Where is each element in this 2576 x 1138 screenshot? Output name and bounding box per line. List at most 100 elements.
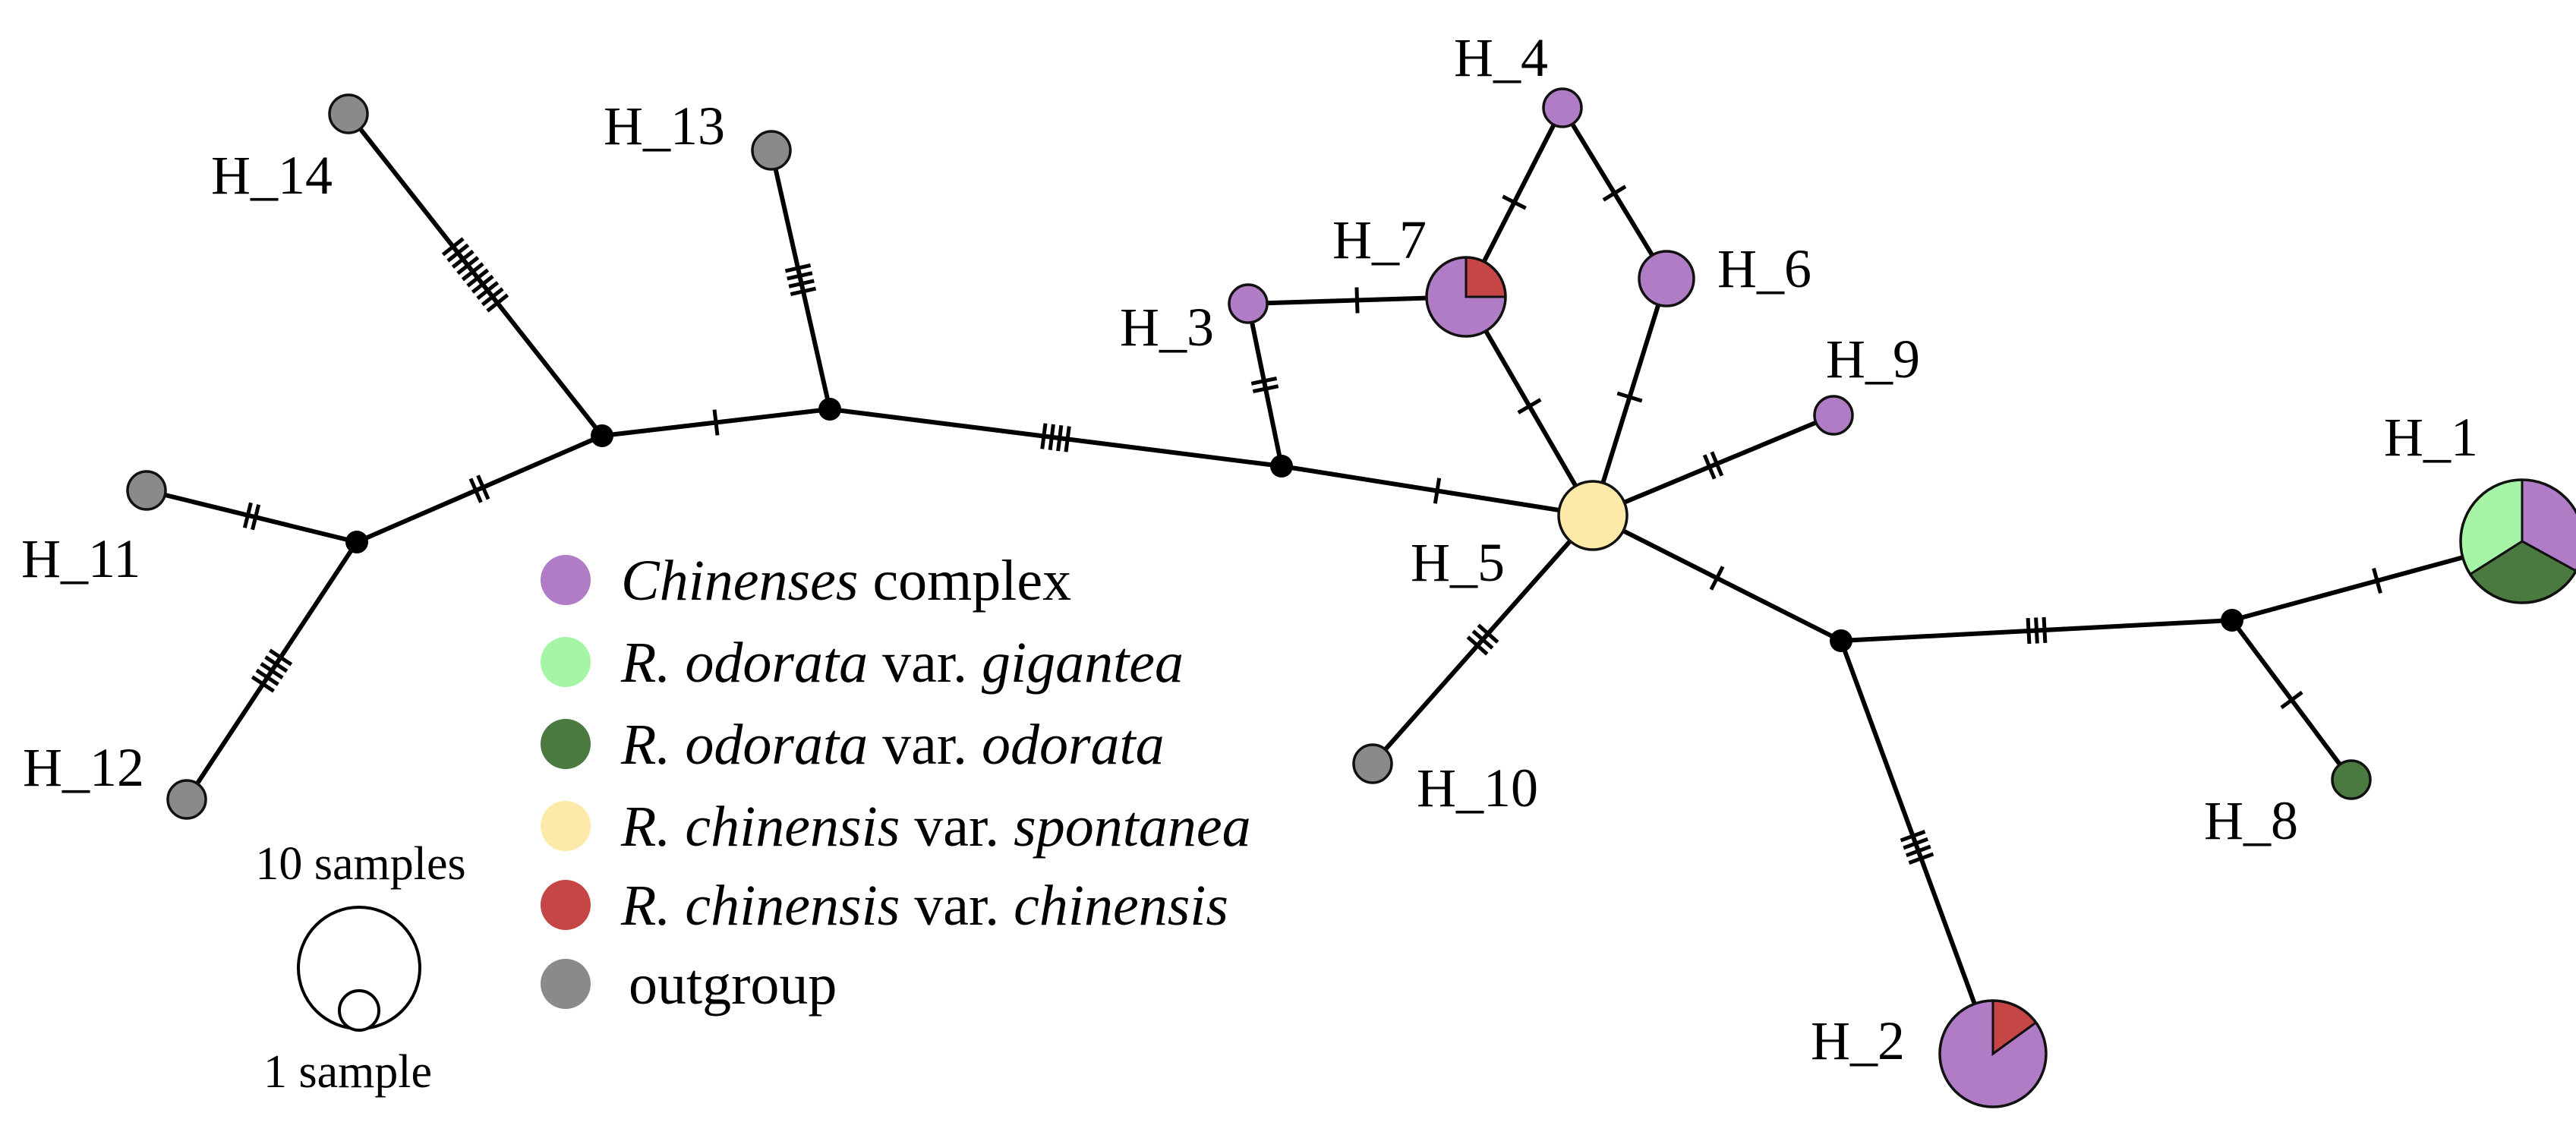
legend-label-rest: complex (858, 549, 1071, 613)
edge-m4-h_5 (1279, 464, 1595, 518)
svg-text:R. odorata var. odorata: R. odorata var. odorata (620, 713, 1165, 777)
mutation-tick (1056, 424, 1064, 452)
pie-slice-spontanea (1557, 480, 1629, 551)
mutation-tick (1905, 844, 1931, 858)
pie-slice-outgroup (751, 130, 792, 171)
mutation-tick (466, 268, 490, 288)
pie-slice-chinenses (1813, 395, 1854, 436)
legend-item-gigantea: R. odorata var. gigantea (541, 631, 1184, 695)
median-vector-node (591, 424, 613, 447)
legend-item-outgroup: outgroup (541, 953, 837, 1017)
mutation-tick (446, 243, 470, 263)
mutation-tick (1710, 451, 1724, 477)
mutation-tick (461, 262, 484, 282)
mutation-tick (251, 675, 275, 693)
legend-label-rest: var. (868, 631, 982, 695)
edge-line (1246, 301, 1284, 468)
haplotype-node-h14 (328, 93, 369, 134)
legend-swatch-chinenses (541, 555, 591, 605)
mutation-tick (712, 409, 720, 436)
mutation-tick (2280, 690, 2303, 710)
edge-h_7-h_5 (1464, 295, 1595, 518)
mutation-tick (1471, 629, 1494, 650)
legend-item-spontanea: R. chinensis var. spontanea (541, 795, 1251, 859)
haplotype-label-h3: H_3 (1120, 297, 1214, 358)
mutation-tick (1040, 423, 1048, 449)
edge-h_11-m3 (144, 488, 359, 544)
legend-swatch-spontanea (541, 801, 591, 851)
haplotype-node-h3 (1228, 283, 1269, 324)
svg-text:Chinenses complex: Chinenses complex (621, 549, 1071, 613)
mutation-tick (456, 256, 480, 276)
scale-large-label: 10 samples (255, 838, 465, 890)
edge-h_5-m5 (1591, 513, 1843, 643)
pie-outline (1425, 256, 1507, 338)
haplotype-node-h8 (2331, 759, 2372, 800)
haplotype-label-h4: H_4 (1454, 27, 1548, 88)
legend-label-italic: R. chinensis (620, 795, 900, 859)
haplotype-node-h13 (751, 130, 792, 171)
edge-h_5-h_9 (1591, 413, 1836, 518)
haplotype-node-h6 (1638, 250, 1695, 307)
mutation-tick (1709, 566, 1725, 591)
haplotype-label-h12: H_12 (23, 737, 144, 798)
edge-line (828, 407, 1284, 468)
legend-item-chinenses: Chinenses complex (541, 549, 1071, 613)
svg-text:R. odorata var. gigantea: R. odorata var. gigantea (620, 631, 1184, 695)
legend-label-italic: R. chinensis (620, 874, 900, 938)
haplotype-label-h9: H_9 (1826, 329, 1920, 389)
haplotype-label-h1: H_1 (2384, 407, 2478, 468)
haplotype-node-h5 (1557, 480, 1629, 551)
edge-m1-m3 (355, 433, 604, 544)
edge-h_13-m2 (769, 148, 832, 411)
legend-label-italic: Chinenses (621, 549, 858, 613)
edge-line (1839, 638, 1995, 1056)
mutation-tick (471, 274, 494, 294)
haplotype-label-h6: H_6 (1717, 238, 1811, 299)
haplotype-node-h9 (1813, 395, 1854, 436)
mutation-tick (784, 263, 812, 273)
legend-item-chinensis: R. chinensis var. chinensis (541, 874, 1228, 938)
mutation-tick (2026, 617, 2032, 645)
mutation-tick (481, 287, 504, 307)
mutation-tick (476, 474, 490, 500)
mutation-tick (1064, 426, 1071, 452)
mutation-tick (1908, 852, 1934, 865)
edge-m5-m6 (1839, 616, 2234, 645)
edge-m2-m4 (828, 407, 1284, 468)
median-vector-node (1270, 455, 1293, 478)
svg-text:R. chinensis var. spontanea: R. chinensis var. spontanea (620, 795, 1251, 859)
mutation-tick (1900, 830, 1926, 843)
mutation-tick (790, 286, 817, 297)
haplotype-node-h4 (1542, 87, 1583, 128)
pie-slice-chinenses (1638, 250, 1695, 307)
legend-swatch-odorata (541, 719, 591, 769)
median-vector-node (818, 398, 841, 421)
edge-line (144, 488, 359, 544)
pie-slice-outgroup (166, 779, 207, 820)
legend: Chinenses complex R. odorata var. gigant… (541, 549, 1251, 1017)
haplotype-label-h14: H_14 (211, 145, 333, 206)
node-labels: H_1H_2H_3H_4H_5H_6H_7H_8H_9H_10H_11H_12H… (21, 27, 2478, 1071)
mutation-tick (788, 279, 815, 288)
mutation-tick (1616, 391, 1643, 403)
pie-slice-outgroup (1352, 743, 1393, 784)
legend-label-italic: R. odorata (620, 713, 868, 777)
svg-text:R. chinensis var. chinensis: R. chinensis var. chinensis (620, 874, 1228, 938)
haplotype-node-h11 (126, 470, 167, 511)
mutation-tick (1602, 184, 1627, 202)
mutation-tick (476, 281, 500, 301)
edge-m4-h_3 (1246, 301, 1284, 468)
legend-label-italic: R. odorata (620, 631, 868, 695)
haplotype-label-h5: H_5 (1411, 532, 1505, 593)
legend-label-rest: outgroup (629, 953, 837, 1017)
edge-m5-h_2 (1839, 638, 1995, 1056)
edge-m6-h_8 (2230, 618, 2354, 782)
legend-swatch-chinensis (541, 880, 591, 930)
mutation-tick (1252, 384, 1279, 394)
pie-slice-chinenses (1542, 87, 1583, 128)
legend-label-rest: var. (900, 874, 1014, 938)
legend-label-variety: spontanea (1014, 795, 1250, 859)
